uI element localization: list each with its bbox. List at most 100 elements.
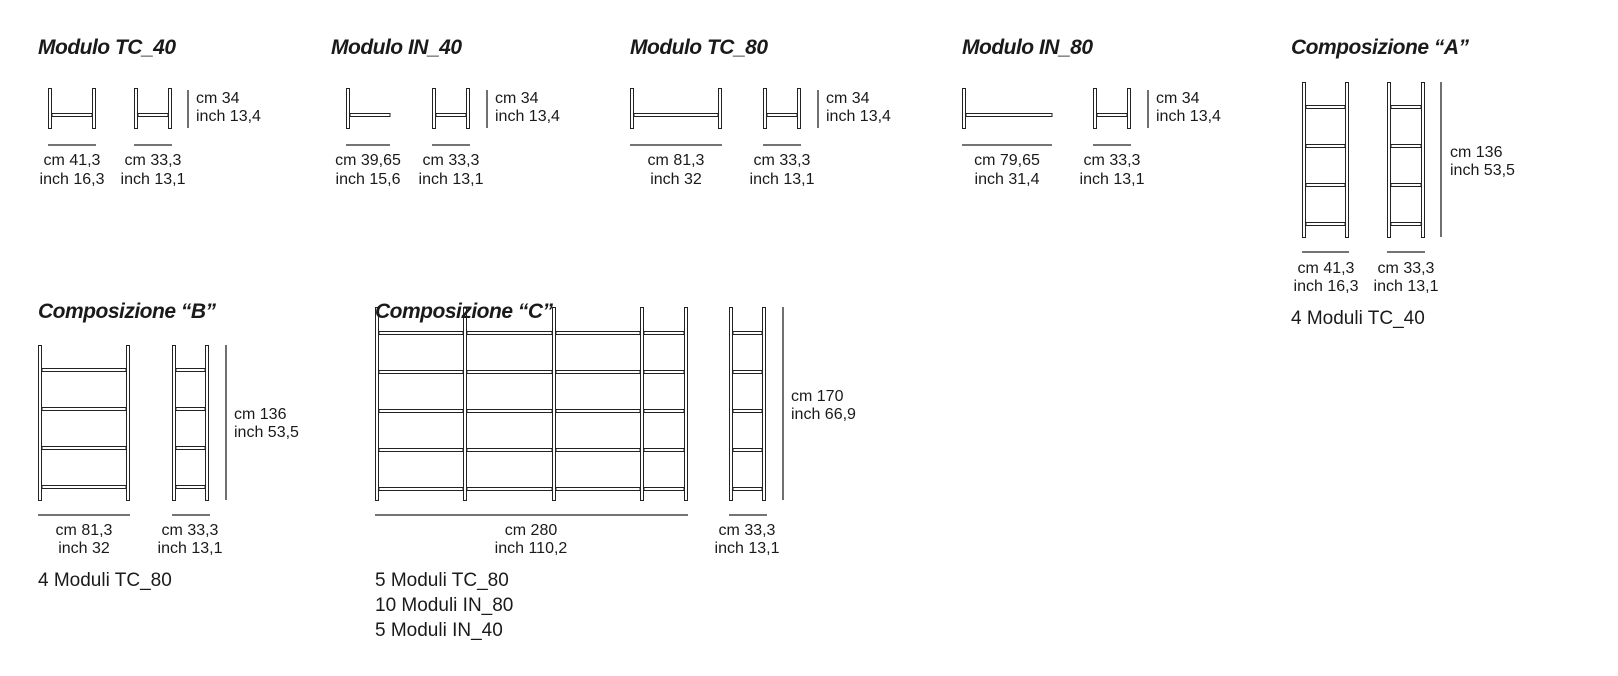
shelf-board bbox=[466, 331, 553, 335]
shelf-post bbox=[718, 88, 722, 129]
shelf-post bbox=[375, 307, 379, 501]
shelf-post bbox=[552, 307, 556, 501]
shelf-board bbox=[466, 370, 553, 374]
composition-title: Composizione “C” bbox=[375, 300, 553, 323]
shelf-post bbox=[1421, 82, 1425, 238]
height-cm: cm 136 bbox=[234, 406, 287, 423]
shelf-board bbox=[643, 409, 685, 413]
front-width-inch: inch 16,3 bbox=[39, 171, 105, 188]
composition-contents: 4 Moduli TC_80 bbox=[38, 570, 172, 591]
shelf-board bbox=[1096, 113, 1128, 117]
shelf-post bbox=[962, 88, 966, 129]
shelf-board bbox=[643, 370, 685, 374]
side-width-cm: cm 33,3 bbox=[1377, 260, 1435, 277]
shelf-post bbox=[762, 307, 766, 501]
module-title: Modulo IN_40 bbox=[331, 36, 462, 59]
height-inch: inch 13,4 bbox=[1156, 108, 1221, 125]
front-width-inch: inch 110,2 bbox=[494, 540, 568, 557]
side-width-inch: inch 13,1 bbox=[1373, 278, 1439, 295]
shelf-board bbox=[732, 331, 763, 335]
shelf-board bbox=[41, 407, 127, 411]
front-width-cm: cm 280 bbox=[504, 522, 558, 539]
shelf-board bbox=[175, 368, 206, 372]
shelf-post bbox=[134, 88, 138, 129]
shelf-board bbox=[555, 370, 641, 374]
shelf-board bbox=[466, 448, 553, 452]
shelf-board bbox=[175, 446, 206, 450]
shelf-board bbox=[555, 331, 641, 335]
side-width-cm: cm 33,3 bbox=[1083, 152, 1141, 169]
shelf-board bbox=[643, 487, 685, 491]
shelf-post bbox=[432, 88, 436, 129]
shelf-board bbox=[378, 331, 464, 335]
composition-title: Composizione “A” bbox=[1291, 36, 1469, 59]
side-width-cm: cm 33,3 bbox=[161, 522, 219, 539]
shelf-board bbox=[378, 448, 464, 452]
shelf-board bbox=[732, 370, 763, 374]
shelf-post bbox=[1302, 82, 1306, 238]
front-width-inch: inch 31,4 bbox=[974, 171, 1040, 188]
height-cm: cm 170 bbox=[791, 388, 844, 405]
module-title: Modulo IN_80 bbox=[962, 36, 1093, 59]
front-width-cm: cm 39,65 bbox=[335, 152, 401, 169]
shelf-post bbox=[463, 307, 467, 501]
shelf-board bbox=[378, 370, 464, 374]
shelf-post bbox=[48, 88, 52, 129]
height-inch: inch 53,5 bbox=[1450, 162, 1515, 179]
shelf-board bbox=[466, 409, 553, 413]
shelf-post bbox=[466, 88, 470, 129]
side-width-cm: cm 33,3 bbox=[422, 152, 480, 169]
shelf-board bbox=[1390, 183, 1422, 187]
side-width-cm: cm 33,3 bbox=[718, 522, 776, 539]
shelf-post bbox=[346, 88, 350, 129]
shelf-board bbox=[732, 448, 763, 452]
height-inch: inch 53,5 bbox=[234, 424, 299, 441]
side-width-cm: cm 33,3 bbox=[753, 152, 811, 169]
shelf-post bbox=[1093, 88, 1097, 129]
height-inch: inch 13,4 bbox=[826, 108, 891, 125]
shelf-post bbox=[168, 88, 172, 129]
shelf-board bbox=[1390, 105, 1422, 109]
shelf-board bbox=[633, 113, 719, 117]
shelf-board bbox=[1305, 105, 1346, 109]
shelf-board bbox=[378, 409, 464, 413]
shelf-post bbox=[729, 307, 733, 501]
shelf-post bbox=[205, 345, 209, 501]
shelf-post bbox=[172, 345, 176, 501]
composition-contents: 10 Moduli IN_80 bbox=[375, 595, 514, 616]
shelf-board bbox=[643, 331, 685, 335]
side-width-inch: inch 13,1 bbox=[157, 540, 223, 557]
shelf-board bbox=[965, 113, 1053, 117]
side-width-inch: inch 13,1 bbox=[749, 171, 815, 188]
side-width-inch: inch 13,1 bbox=[714, 540, 780, 557]
composition-contents: 5 Moduli IN_40 bbox=[375, 620, 503, 641]
front-width-inch: inch 15,6 bbox=[335, 171, 401, 188]
shelf-post bbox=[92, 88, 96, 129]
shelf-board bbox=[1305, 144, 1346, 148]
front-width-inch: inch 16,3 bbox=[1293, 278, 1359, 295]
front-width-inch: inch 32 bbox=[650, 171, 702, 188]
shelf-post bbox=[1127, 88, 1131, 129]
shelf-board bbox=[732, 487, 763, 491]
shelf-board bbox=[175, 407, 206, 411]
shelf-post bbox=[797, 88, 801, 129]
shelf-board bbox=[435, 113, 467, 117]
shelf-board bbox=[555, 409, 641, 413]
composition-title: Composizione “B” bbox=[38, 300, 216, 323]
shelf-post bbox=[763, 88, 767, 129]
shelf-board bbox=[766, 113, 798, 117]
module-title: Modulo TC_80 bbox=[630, 36, 768, 59]
shelf-board bbox=[1305, 183, 1346, 187]
front-width-inch: inch 32 bbox=[58, 540, 110, 557]
height-cm: cm 34 bbox=[196, 90, 240, 107]
shelf-post bbox=[38, 345, 42, 501]
height-inch: inch 13,4 bbox=[196, 108, 261, 125]
shelf-board bbox=[378, 487, 464, 491]
shelf-board bbox=[1390, 222, 1422, 226]
shelf-board bbox=[51, 113, 93, 117]
front-width-cm: cm 81,3 bbox=[55, 522, 113, 539]
side-width-cm: cm 33,3 bbox=[124, 152, 182, 169]
front-width-cm: cm 79,65 bbox=[974, 152, 1040, 169]
shelf-board bbox=[349, 113, 391, 117]
shelf-post bbox=[126, 345, 130, 501]
